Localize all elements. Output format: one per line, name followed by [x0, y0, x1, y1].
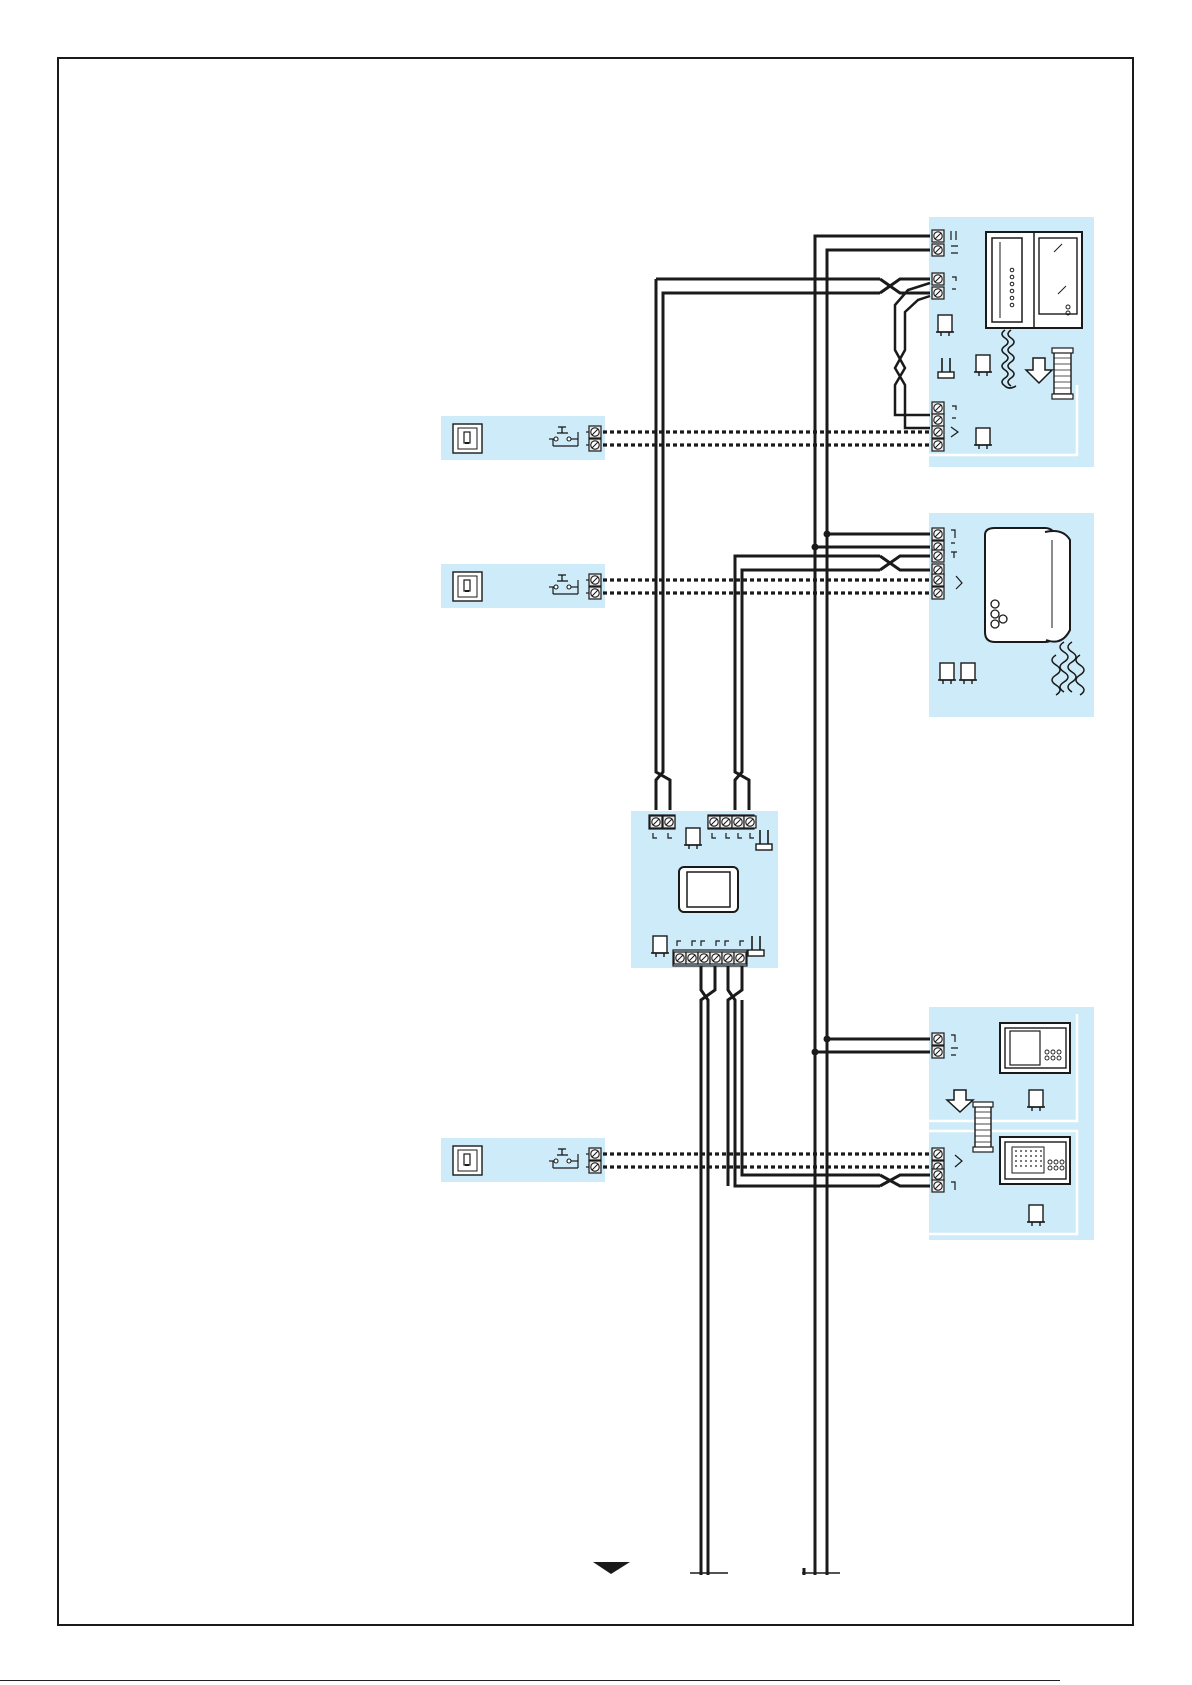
junction-dot	[824, 531, 831, 538]
bus-pair-down-1	[701, 966, 715, 1575]
junction-dot	[812, 1049, 819, 1056]
junction-dot	[824, 1036, 831, 1043]
ribbon-cable-icon	[973, 1102, 993, 1152]
terminal-block-icon	[673, 950, 747, 966]
terminal-block-icon	[932, 528, 944, 599]
hands-free-riser-taps	[815, 1039, 930, 1052]
video-jumper-pair	[895, 283, 930, 428]
speaker-grille-icon	[1000, 1137, 1070, 1184]
ribbon-cable-icon	[1052, 348, 1073, 399]
page-bottom-rule	[0, 1680, 1060, 1681]
call-lines	[603, 432, 930, 1167]
floor-button-1	[441, 416, 605, 460]
video-display-icon	[1000, 1023, 1070, 1073]
riser-continues-icon	[593, 1562, 630, 1574]
handset-icon	[985, 528, 1070, 642]
junction-dot	[812, 544, 819, 551]
audio-riser-taps	[815, 534, 930, 547]
main-riser	[804, 236, 930, 1575]
bus-pair-to-video	[656, 279, 930, 810]
power-supply-icon	[679, 867, 738, 912]
floor-button-3	[441, 1138, 605, 1182]
handset-icon	[992, 238, 1022, 322]
floor-button-2	[441, 564, 605, 608]
